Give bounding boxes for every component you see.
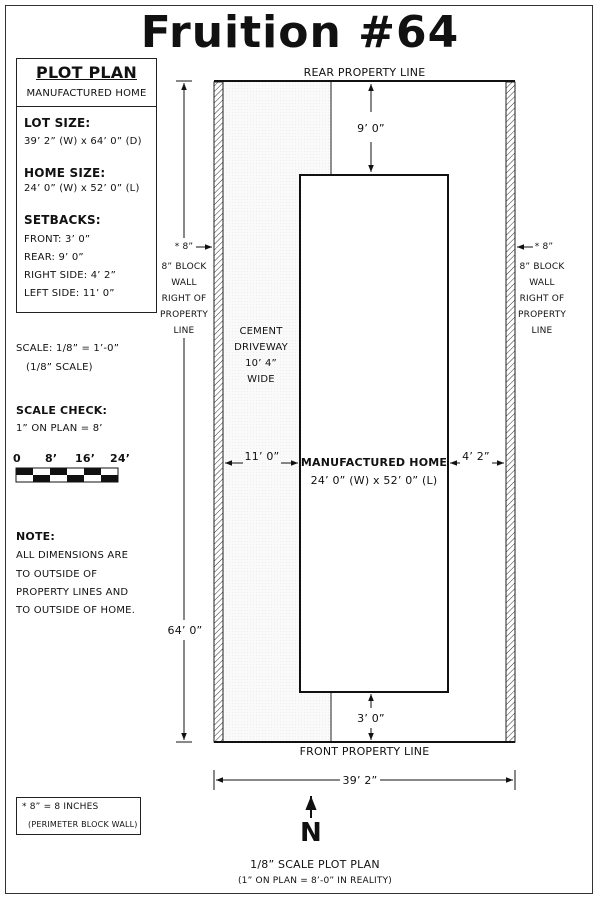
page-border [5, 5, 593, 894]
right-wall-line-1: 8” BLOCK [519, 262, 565, 272]
footnote-line-1: * 8” = 8 INCHES [22, 802, 99, 812]
note-line-3: PROPERTY LINES AND [16, 587, 129, 598]
north-indicator: N [300, 818, 322, 848]
note-line-2: TO OUTSIDE OF [16, 569, 98, 580]
right-setback-dim: 4’ 2” [462, 450, 490, 463]
home-label: MANUFACTURED HOME [300, 456, 448, 469]
front-setback-dim: 3’ 0” [357, 712, 385, 725]
setback-rear: REAR: 9’ 0” [24, 252, 84, 263]
note-heading: NOTE: [16, 530, 55, 543]
left-wall-line-5: LINE [173, 326, 195, 336]
left-block-wall [213, 81, 224, 743]
lot-depth-dim: 64’ 0” [160, 624, 210, 637]
legend-subheading: MANUFACTURED HOME [26, 88, 147, 99]
scale-tick-16: 16’ [75, 452, 96, 465]
setback-left: LEFT SIDE: 11’ 0” [24, 288, 115, 299]
note-line-4: TO OUTSIDE OF HOME. [16, 605, 136, 616]
home-size-label: HOME SIZE: [24, 166, 106, 180]
page-title: Fruition #64 [140, 7, 460, 58]
right-wall-line-3: RIGHT OF [519, 294, 565, 304]
front-property-line-label: FRONT PROPERTY LINE [299, 745, 430, 758]
driveway-label-1: CEMENT [239, 326, 283, 337]
scale-check-label: SCALE CHECK: [16, 404, 108, 417]
driveway-label-4: WIDE [247, 374, 275, 385]
setback-right: RIGHT SIDE: 4’ 2” [24, 270, 116, 281]
right-wall-line-4: PROPERTY [518, 310, 567, 320]
home-size-value: 24’ 0” (W) x 52’ 0” (L) [24, 183, 140, 194]
caption-line-2: (1” ON PLAN = 8’-0” IN REALITY) [237, 876, 393, 886]
home-outline [299, 174, 449, 693]
note-line-1: ALL DIMENSIONS ARE [16, 550, 129, 561]
lot-size-value: 39’ 2” (W) x 64’ 0” (D) [24, 136, 142, 147]
scale-label: SCALE: 1/8” = 1’-0” [16, 343, 120, 354]
setbacks-label: SETBACKS: [24, 213, 101, 227]
footnote-line-2: (PERIMETER BLOCK WALL) [28, 820, 138, 829]
rear-setback-dim: 9’ 0” [357, 122, 385, 135]
legend-heading: PLOT PLAN [36, 63, 137, 82]
setback-front: FRONT: 3’ 0” [24, 234, 91, 245]
legend-box [16, 58, 157, 313]
legend-divider [16, 106, 157, 107]
driveway-label-2: DRIVEWAY [234, 342, 288, 353]
scale-tick-0: 0 [13, 452, 21, 465]
left-wall-mark: * 8” [174, 242, 194, 252]
right-wall-mark: * 8” [534, 242, 554, 252]
right-wall-line-2: WALL [529, 278, 555, 288]
driveway-label-3: 10’ 4” [245, 358, 277, 369]
scale-tick-8: 8’ [45, 452, 58, 465]
right-block-wall [505, 81, 516, 743]
lot-width-dim: 39’ 2” [342, 774, 378, 787]
left-setback-dim: 11’ 0” [244, 450, 280, 463]
lot-size-label: LOT SIZE: [24, 116, 91, 130]
left-wall-line-3: RIGHT OF [161, 294, 207, 304]
scale-check-value: 1” ON PLAN = 8’ [16, 423, 103, 434]
right-wall-line-5: LINE [531, 326, 553, 336]
rear-property-line-label: REAR PROPERTY LINE [303, 66, 426, 79]
left-wall-line-1: 8” BLOCK [161, 262, 207, 272]
left-wall-line-2: WALL [171, 278, 197, 288]
scale-tick-24: 24’ [110, 452, 131, 465]
caption-line-1: 1/8” SCALE PLOT PLAN [250, 858, 380, 871]
home-size-label: 24’ 0” (W) x 52’ 0” (L) [310, 474, 438, 487]
left-wall-line-4: PROPERTY [160, 310, 209, 320]
scale-sub: (1/8” SCALE) [26, 362, 93, 373]
footnote-box [16, 797, 141, 835]
